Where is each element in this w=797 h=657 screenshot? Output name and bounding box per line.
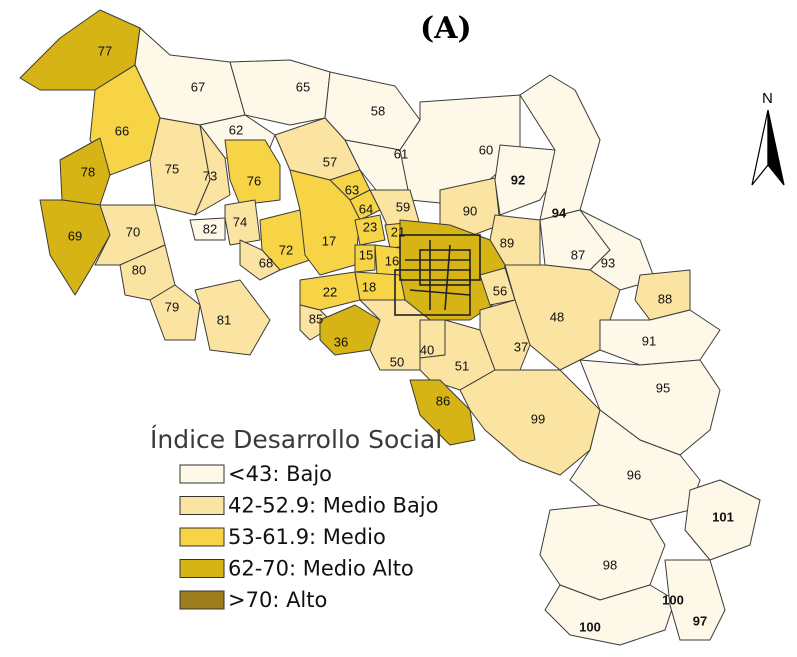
region-label: 15 — [359, 247, 373, 262]
region-label: 60 — [479, 142, 493, 157]
legend-swatch — [179, 559, 225, 578]
region-label: 37 — [514, 339, 528, 354]
region-label: 21 — [391, 224, 405, 239]
region-label: 58 — [371, 103, 385, 118]
region-label: 17 — [322, 233, 336, 248]
region-label: 72 — [279, 242, 293, 257]
region-label: 18 — [362, 279, 376, 294]
region-label: 87 — [571, 247, 585, 262]
region-78 — [59, 137, 111, 206]
region-label: 86 — [436, 393, 450, 408]
region-label: 74 — [233, 214, 247, 229]
region-label: 65 — [296, 79, 310, 94]
region-76 — [224, 139, 281, 206]
region-label: 76 — [247, 173, 261, 188]
region-label: 48 — [550, 309, 564, 324]
legend-swatch — [179, 527, 225, 547]
region-15 — [354, 244, 376, 273]
region-label: 85 — [309, 311, 323, 326]
region-label: 98 — [603, 557, 617, 572]
region-23 — [354, 214, 386, 246]
legend-swatch — [179, 496, 225, 515]
region-label: 62 — [229, 122, 243, 137]
region-73 — [194, 124, 231, 216]
region-label: 57 — [323, 154, 337, 169]
region-label: 66 — [115, 123, 129, 138]
region-91 — [599, 309, 721, 366]
region-label: 40 — [420, 342, 434, 357]
region-label: 90 — [463, 203, 477, 218]
region-101 — [684, 479, 761, 561]
region-81 — [194, 279, 271, 356]
region-label: 92 — [511, 172, 525, 187]
region-label: 23 — [363, 219, 377, 234]
region-label: 16 — [385, 253, 399, 268]
region-69 — [39, 199, 111, 296]
region-label: 88 — [658, 291, 672, 306]
region-label: 78 — [81, 164, 95, 179]
region-label: 73 — [203, 168, 217, 183]
region-50 — [359, 299, 431, 371]
region-94 — [519, 74, 601, 221]
region-86 — [409, 379, 476, 446]
region-72 — [259, 209, 311, 271]
legend-label: <43: Bajo — [228, 462, 332, 486]
region-97 — [664, 559, 726, 641]
region-68 — [239, 239, 281, 281]
region-label: 93 — [601, 255, 615, 270]
region-label: 69 — [68, 228, 82, 243]
legend-label: 62-70: Medio Alto — [228, 557, 414, 581]
region-label: 81 — [217, 312, 231, 327]
region-100 — [544, 584, 676, 646]
map-title: (A) — [420, 11, 472, 46]
region-90 — [439, 177, 501, 241]
region-label: 95 — [656, 380, 670, 395]
region-82 — [189, 217, 226, 241]
legend-label: 53-61.9: Medio — [228, 525, 386, 549]
region-label: 50 — [390, 354, 404, 369]
region-label: 89 — [500, 235, 514, 250]
region-label: 64 — [359, 201, 373, 216]
region-label: 99 — [531, 411, 545, 426]
legend-swatch — [179, 464, 225, 484]
north-label: N — [762, 90, 773, 107]
region-label: 22 — [323, 284, 337, 299]
central-valley-detail — [394, 234, 481, 316]
region-label: 67 — [191, 79, 205, 94]
legend-label: 42-52.9: Medio Bajo — [228, 494, 439, 518]
region-label: 36 — [334, 334, 348, 349]
region-label: 101 — [712, 509, 734, 524]
region-label: 94 — [552, 205, 567, 220]
region-labels: 77 67 65 58 66 62 61 60 78 75 73 76 57 6… — [68, 43, 734, 634]
region-label: 79 — [165, 299, 179, 314]
region-label: 51 — [455, 358, 469, 373]
region-label: 97 — [693, 613, 707, 628]
region-label: 63 — [345, 182, 359, 197]
legend-label: >70: Alto — [228, 588, 327, 612]
region-label: 56 — [493, 283, 507, 298]
region-label: 77 — [98, 43, 112, 58]
region-label: 68 — [259, 255, 273, 270]
region-label: 91 — [642, 333, 656, 348]
region-label: 70 — [126, 224, 140, 239]
north-arrow-icon: N — [751, 90, 785, 186]
legend-swatch — [179, 590, 225, 610]
region-label: 100 — [662, 592, 684, 607]
region-79 — [149, 284, 201, 341]
region-label: 100 — [579, 619, 601, 634]
region-label: 75 — [165, 161, 179, 176]
region-label: 61 — [394, 146, 408, 161]
region-label: 80 — [132, 262, 146, 277]
legend-title: Índice Desarrollo Social — [150, 425, 442, 454]
region-22 — [299, 271, 361, 311]
region-label: 82 — [203, 221, 217, 236]
legend: Índice Desarrollo Social <43: Bajo 42-52.… — [150, 425, 442, 612]
region-label: 59 — [396, 199, 410, 214]
region-label: 96 — [627, 467, 641, 482]
